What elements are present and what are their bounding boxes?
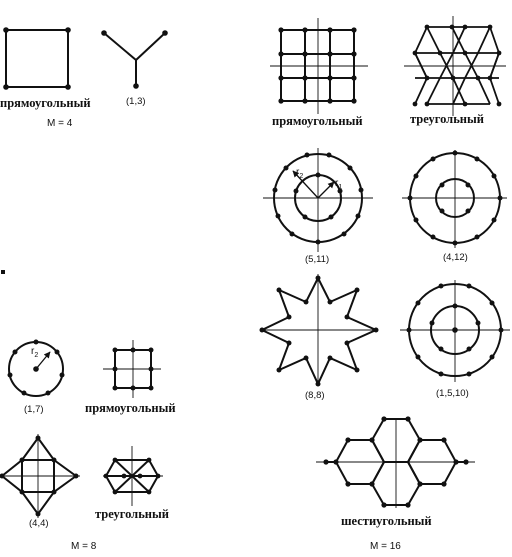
constellation-hexagonal-16 xyxy=(316,416,475,508)
constellation-tri-8 xyxy=(103,446,163,506)
constellation-circle-1-7 xyxy=(7,339,65,397)
caption-tri-16: треугольный xyxy=(410,112,484,126)
constellation-circle-5-11 xyxy=(263,148,373,252)
edge-mark xyxy=(1,270,5,274)
caption-4-12: (4,12) xyxy=(443,252,468,263)
caption-4-4: (4,4) xyxy=(29,518,49,529)
label-r2-1-7: r2 xyxy=(31,346,38,359)
caption-m4: M = 4 xyxy=(47,118,73,129)
caption-5-11: (5,11) xyxy=(305,254,329,265)
caption-1-7: (1,7) xyxy=(24,404,44,415)
constellation-square-m4 xyxy=(3,27,71,90)
caption-rect-m4: прямоугольный xyxy=(0,96,91,110)
label-r2-5-11: r2 xyxy=(296,167,303,180)
constellation-rect-8 xyxy=(103,340,161,398)
label-r1-5-11: r1 xyxy=(335,178,342,191)
caption-m8: M = 8 xyxy=(71,541,97,552)
caption-8-8: (8,8) xyxy=(305,390,325,401)
constellation-rect-grid-16 xyxy=(270,18,368,114)
constellation-circle-1-5-10 xyxy=(400,280,510,382)
caption-rect-8: прямоугольный xyxy=(85,401,176,415)
caption-m16: M = 16 xyxy=(370,541,401,552)
caption-hex-16: шестиугольный xyxy=(341,514,432,528)
caption-tri-8: треугольный xyxy=(95,507,169,521)
constellation-y-m4 xyxy=(101,30,168,89)
caption-y-m4: (1,3) xyxy=(126,96,146,107)
constellation-star-8-8 xyxy=(259,274,379,387)
caption-rect-16: прямоугольный xyxy=(272,114,363,128)
constellation-4-4 xyxy=(0,434,80,518)
caption-1-5-10: (1,5,10) xyxy=(436,388,469,399)
constellation-tri-lattice-16 xyxy=(404,16,506,116)
constellation-circle-4-12 xyxy=(402,150,507,248)
